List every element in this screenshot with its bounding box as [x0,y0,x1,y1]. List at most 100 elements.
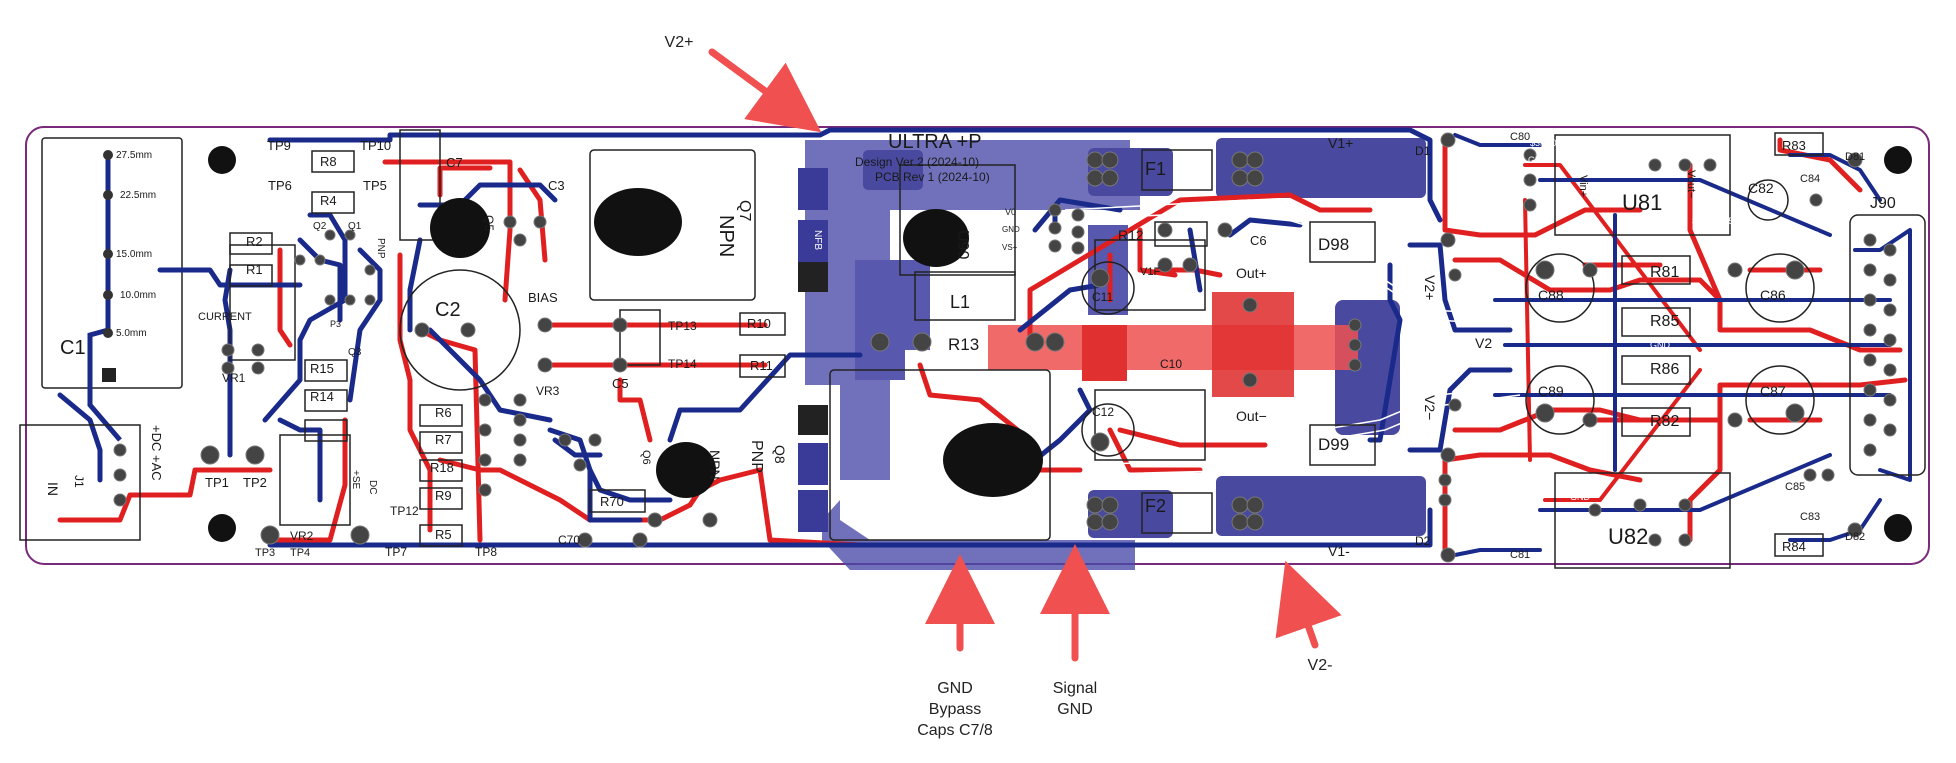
electrolytic-caps [399,179,1815,457]
annotation-gnd-bypass: GND Bypass Caps C7/8 [917,680,993,739]
label-tp7: TP7 [385,545,407,559]
label-u82: U82 [1608,524,1648,549]
net-labels: $3N50025 $3N50025 $3N49775 GND GND GND G… [1528,138,1821,502]
scale-27mm: 27.5mm [116,150,152,161]
label-c3: C3 [548,178,565,193]
scale-15mm: 15.0mm [116,249,152,260]
label-dc: DC [367,480,378,494]
label-q8: Q8 [772,445,788,464]
board-title: ULTRA +P [888,131,982,153]
label-v2minus: V2− [1422,395,1438,420]
label-vin_plus: Vin+ [1577,175,1589,197]
label-q5: Q5 [482,215,496,231]
annotation-arrows [708,48,1342,662]
label-u81: U81 [1622,190,1662,215]
label-r4: R4 [320,193,337,208]
label-c83: C83 [1800,511,1820,523]
label-c10: C10 [1160,357,1182,371]
label-c70: C70 [558,533,580,547]
label-npn_q7: NPN [715,215,737,257]
label-net_3n4: $3N49775 [1692,216,1734,226]
label-tp1: TP1 [205,475,229,490]
square-pads [798,168,828,532]
label-v1minus: V1- [1328,543,1350,559]
label-in: IN [45,482,61,496]
label-r1: R1 [246,262,263,277]
label-r8: R8 [320,154,337,169]
label-c80: C80 [1510,131,1530,143]
label-outplus: Out+ [1236,265,1267,281]
label-c86: C86 [1760,287,1786,303]
c1-scale: 27.5mm 22.5mm 15.0mm 10.0mm 5.0mm [116,150,156,339]
scale-22mm: 22.5mm [120,190,156,201]
label-r14: R14 [310,389,334,404]
label-c81: C81 [1510,549,1530,561]
label-r15: R15 [310,361,334,376]
pads [113,132,1897,563]
component-outlines [19,129,1926,569]
arrow-v2minus [1275,560,1342,649]
label-nfb: NFB [812,230,823,250]
label-vr1: VR1 [222,371,246,385]
label-d1: D1 [1415,144,1431,158]
label-tp6: TP6 [268,178,292,193]
label-p3: P3 [330,319,341,329]
label-d81: D81 [1845,151,1865,163]
annotation-v2minus: V2- [1307,657,1333,674]
label-r13: R13 [948,335,979,354]
label-gnd: GND [1002,225,1020,234]
label-vr2: VR2 [290,529,314,543]
label-l1: L1 [950,292,970,312]
label-r9: R9 [435,488,452,503]
label-f2: F2 [1145,496,1166,516]
label-gnd: GND [1790,450,1811,460]
label-pnp_q8: PNP [748,440,765,473]
label-c87: C87 [1760,383,1786,399]
traces [57,127,1912,558]
label-q1: Q1 [348,221,362,232]
label-vr3: VR3 [536,384,560,398]
label-q7: Q7 [736,200,753,221]
label-v1plus: V1+ [1328,135,1353,151]
label-j90: J90 [1870,195,1896,212]
label-tp2: TP2 [243,475,267,490]
label-r81: R81 [1650,264,1679,281]
label-tp10: TP10 [360,138,391,153]
label-r86: R86 [1650,361,1679,378]
label-r18: R18 [430,460,454,475]
label-c11: C11 [1092,290,1113,304]
label-r2: R2 [246,234,263,249]
designators: C1 C2 C3 C5 C6 C7 C70 C10 C11 L1 U90 Q7 … [45,131,1896,561]
label-tp9: TP9 [267,138,291,153]
label-c12: C12 [1092,405,1114,419]
board-text: ULTRA +P Design Ver 2 (2024-10) PCB Rev … [855,131,990,184]
design-version: Design Ver 2 (2024-10) [855,155,979,169]
label-j1: J1 [72,475,86,488]
label-c89: C89 [1538,383,1564,399]
label-gnd: GND [1570,492,1591,502]
scale-5mm: 5.0mm [116,328,147,339]
label-tp8: TP8 [475,545,497,559]
label-v1f: V1F [1140,266,1160,278]
label-dc_ac: +DC +AC [149,425,164,481]
label-tp13: TP13 [668,319,697,333]
label-r85: R85 [1650,313,1679,330]
label-r6: R6 [435,405,452,420]
label-c5: C5 [612,376,629,391]
label-f1: F1 [1145,159,1166,179]
annotation-v2plus: V2+ [664,34,694,51]
label-tp3: TP3 [255,547,275,559]
label-r5: R5 [435,527,452,542]
label-c2: C2 [435,299,461,321]
label-d2: D2 [1415,534,1431,548]
label-gnd: GND [1800,230,1821,240]
label-vout_minus: Vout− [1685,170,1697,198]
label-r70: R70 [600,494,624,509]
pcb-revision: PCB Rev 1 (2024-10) [875,170,990,184]
label-c85: C85 [1785,481,1805,493]
label-r83: R83 [1782,138,1806,153]
label-d99: D99 [1318,435,1349,454]
label-c1: C1 [60,337,86,359]
label-se: +SE [350,470,361,490]
